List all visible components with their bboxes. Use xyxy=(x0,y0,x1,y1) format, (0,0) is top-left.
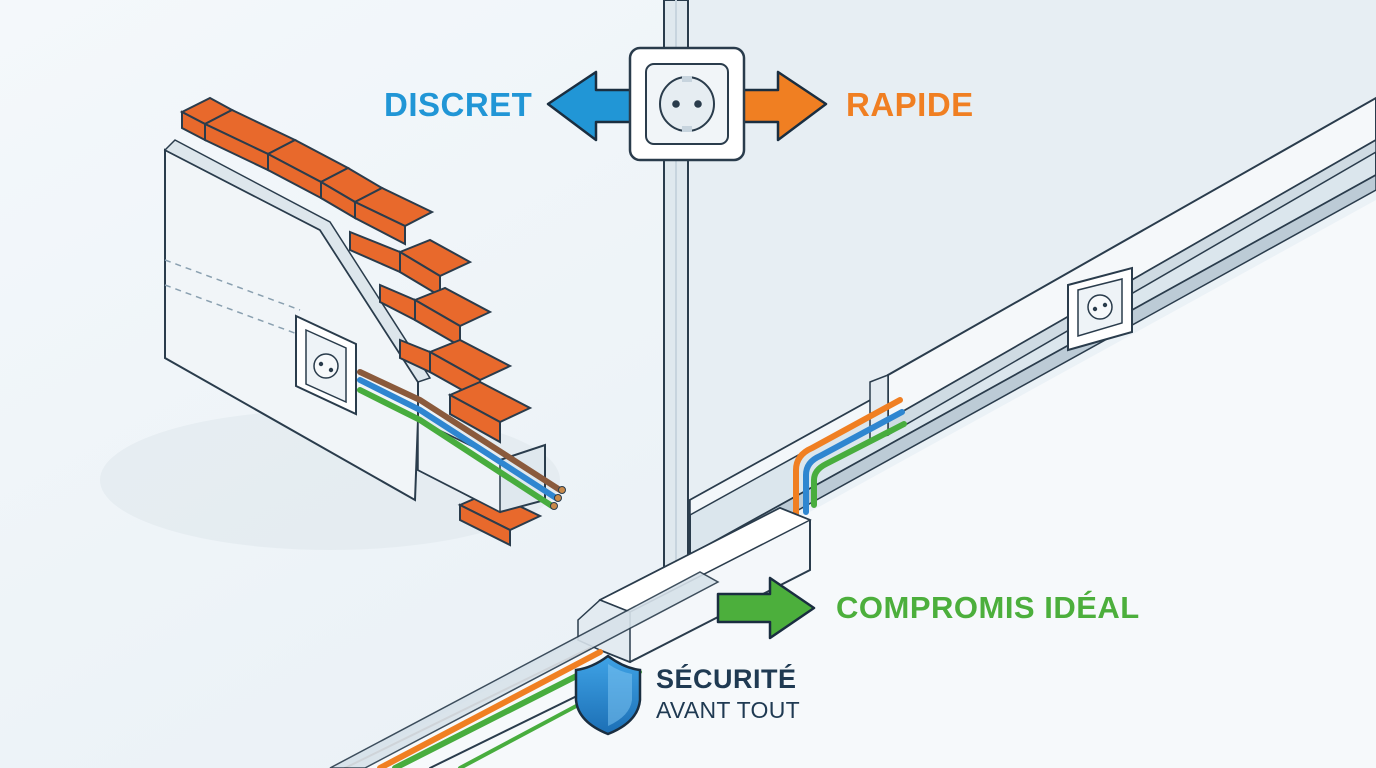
shield-icon xyxy=(574,654,642,736)
arrow-right-icon xyxy=(716,576,816,640)
label-discret: DISCRET xyxy=(384,86,533,123)
socket-icon xyxy=(628,46,746,162)
embedded-wires xyxy=(357,369,566,510)
label-avant-tout: AVANT TOUT xyxy=(656,697,801,723)
wall-socket-icon xyxy=(295,314,357,416)
floor-duct xyxy=(329,571,720,768)
wall-cutaway xyxy=(100,96,566,550)
trunking-socket-icon xyxy=(1067,266,1133,352)
label-rapide: RAPIDE xyxy=(846,86,974,123)
label-securite: SÉCURITÉ xyxy=(656,664,797,694)
label-compromis: COMPROMIS IDÉAL xyxy=(836,590,1140,625)
back-wall xyxy=(690,0,1376,500)
connection-wires xyxy=(793,397,907,521)
